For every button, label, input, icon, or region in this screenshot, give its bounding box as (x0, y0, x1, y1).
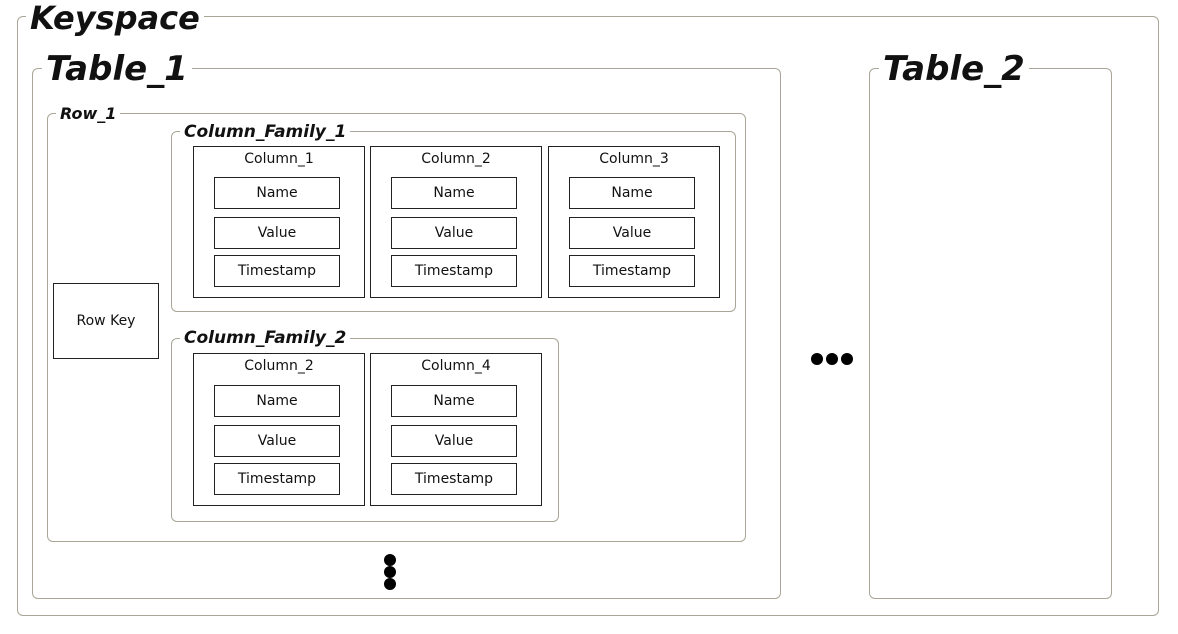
row-1-container (47, 113, 746, 542)
column-box: Column_2 Name Value Timestamp (193, 353, 365, 506)
value-cell: Value (214, 217, 340, 249)
table-1-label: Table_1 (42, 52, 192, 86)
column-box: Column_3 Name Value Timestamp (548, 146, 720, 298)
column-family-2-container (171, 338, 559, 522)
name-cell: Name (214, 177, 340, 209)
ellipsis-dot (384, 566, 396, 578)
value-cell: Value (391, 425, 517, 457)
timestamp-cell: Timestamp (214, 463, 340, 495)
column-family-2-label: Column_Family_2 (180, 330, 351, 347)
ellipsis-dot (841, 353, 853, 365)
timestamp-cell: Timestamp (214, 255, 340, 287)
column-box: Column_2 Name Value Timestamp (370, 146, 542, 298)
value-cell: Value (569, 217, 695, 249)
name-cell: Name (214, 385, 340, 417)
ellipsis-dot (811, 353, 823, 365)
name-cell: Name (391, 385, 517, 417)
column-title: Column_4 (421, 358, 491, 374)
table-2-label: Table_2 (879, 52, 1029, 86)
table-1-container (32, 68, 781, 599)
column-family-1-container (171, 131, 736, 312)
column-title: Column_2 (421, 151, 491, 167)
column-title: Column_3 (599, 151, 669, 167)
value-cell: Value (391, 217, 517, 249)
table-2-container (869, 68, 1112, 599)
keyspace-container (17, 16, 1159, 616)
column-title: Column_1 (244, 151, 314, 167)
column-family-1-label: Column_Family_1 (180, 124, 351, 141)
timestamp-cell: Timestamp (569, 255, 695, 287)
column-title: Column_2 (244, 358, 314, 374)
timestamp-cell: Timestamp (391, 463, 517, 495)
row-key-box: Row Key (53, 283, 159, 359)
column-box: Column_4 Name Value Timestamp (370, 353, 542, 506)
timestamp-cell: Timestamp (391, 255, 517, 287)
row-1-label: Row_1 (56, 106, 121, 122)
column-box: Column_1 Name Value Timestamp (193, 146, 365, 298)
name-cell: Name (569, 177, 695, 209)
ellipsis-dot (826, 353, 838, 365)
ellipsis-dot (384, 578, 396, 590)
ellipsis-dot (384, 554, 396, 566)
name-cell: Name (391, 177, 517, 209)
keyspace-label: Keyspace (26, 2, 204, 34)
value-cell: Value (214, 425, 340, 457)
